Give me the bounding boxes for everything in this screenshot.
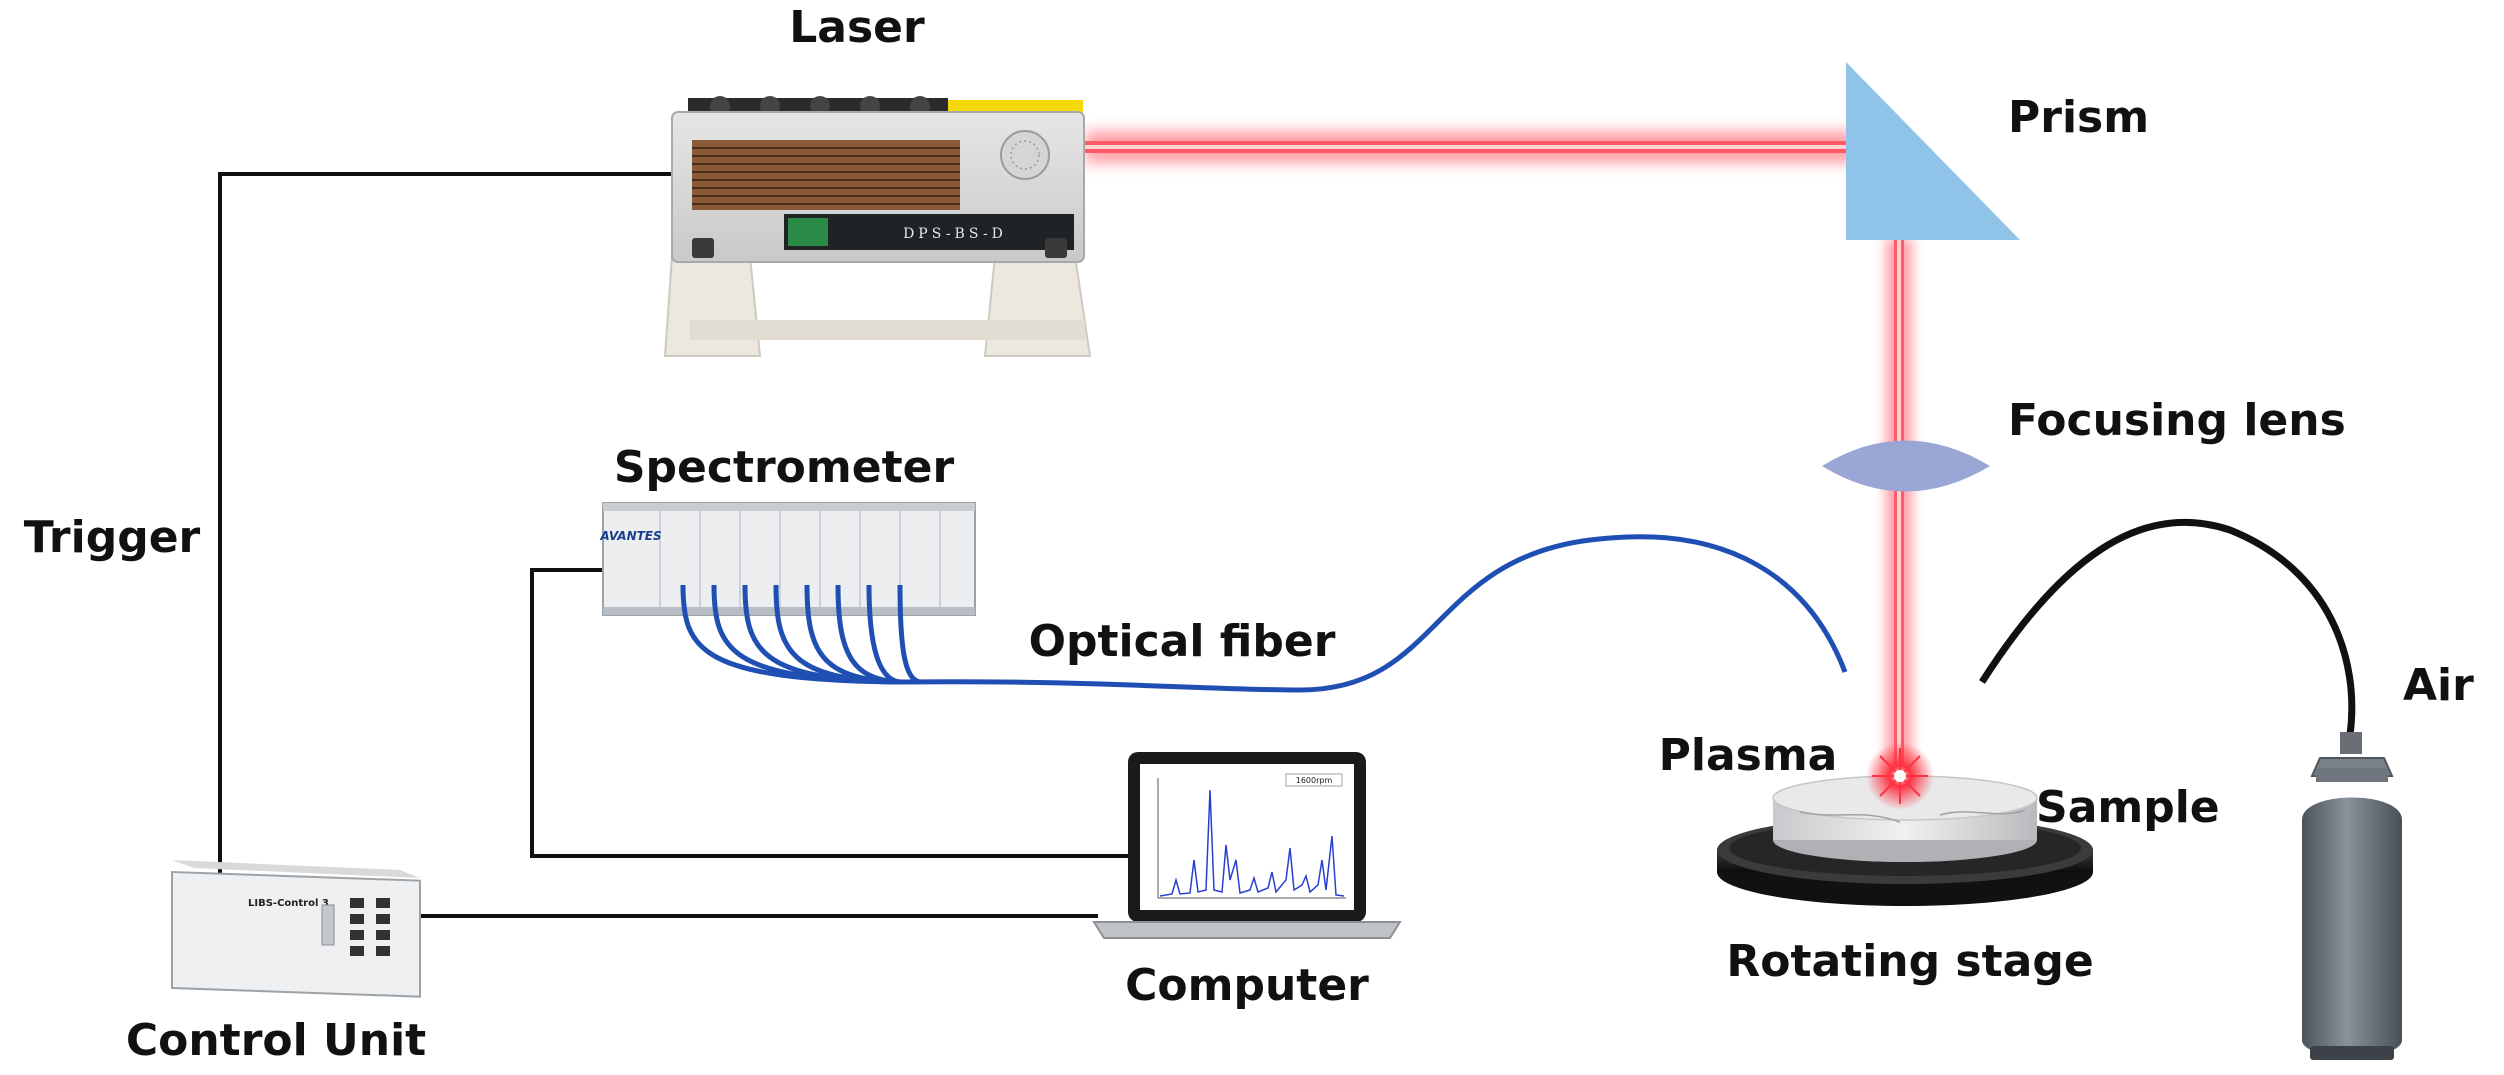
gas-cylinder <box>2302 732 2402 1060</box>
control-unit-device: LIBS-Control 3 <box>171 860 421 998</box>
laser-device: DPS-BS-D <box>663 96 1092 357</box>
prism-label: Prism <box>2008 92 2149 143</box>
trigger-cable <box>218 172 680 880</box>
spectrometer-device: AVANTES <box>599 502 976 616</box>
control-unit-label: Control Unit <box>126 1015 426 1066</box>
laser-panel-text: DPS-BS-D <box>903 226 1007 242</box>
screen-legend-text: 1600rpm <box>1296 776 1333 785</box>
focusing-lens-label: Focusing lens <box>2008 395 2346 446</box>
optical-fiber-label: Optical fiber <box>1029 616 1336 667</box>
spectrometer-label: Spectrometer <box>614 442 955 493</box>
trigger-label: Trigger <box>24 512 201 563</box>
prism <box>1846 62 2020 240</box>
focusing-lens <box>1822 440 1990 492</box>
air-label: Air <box>2403 660 2474 711</box>
control-unit-name-text: LIBS-Control 3 <box>248 898 329 909</box>
plasma-label: Plasma <box>1659 730 1838 781</box>
computer-laptop: 1600rpm <box>1092 752 1402 939</box>
laser-beam <box>1085 131 1912 766</box>
plasma-spark <box>1866 742 1934 810</box>
laser-label: Laser <box>789 2 925 53</box>
spectrometer-to-computer-cable <box>530 568 1128 858</box>
spectrum-plot: 1600rpm <box>1157 773 1346 899</box>
sample-label: Sample <box>2036 782 2220 833</box>
computer-label: Computer <box>1125 960 1369 1011</box>
optical-fiber <box>680 534 1848 693</box>
rotating-stage-label: Rotating stage <box>1726 936 2093 987</box>
air-hose <box>1979 518 2356 736</box>
spectrometer-brand-text: AVANTES <box>599 529 661 543</box>
